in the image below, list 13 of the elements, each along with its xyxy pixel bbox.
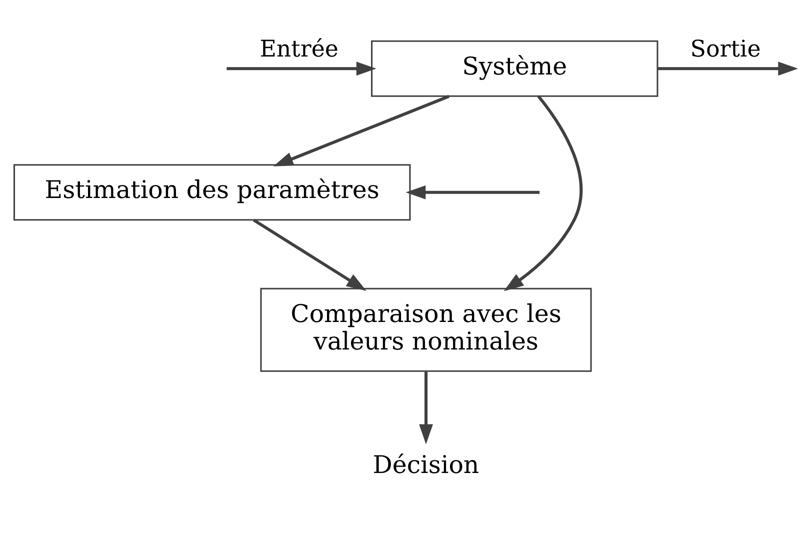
arrow [406, 185, 540, 200]
edge-label: Sortie [690, 36, 761, 62]
node-box: Estimation des paramètres [13, 164, 411, 221]
edge-label: Entrée [260, 36, 338, 62]
node-box: Comparaison avec les valeurs nominales [260, 288, 592, 372]
arrow [253, 218, 366, 291]
node-text: Décision [372, 450, 480, 480]
arrow [504, 95, 583, 292]
arrow [226, 62, 376, 76]
arrow [658, 62, 798, 76]
node-box: Système [371, 40, 658, 97]
arrow [273, 94, 450, 166]
arrow [419, 372, 433, 444]
